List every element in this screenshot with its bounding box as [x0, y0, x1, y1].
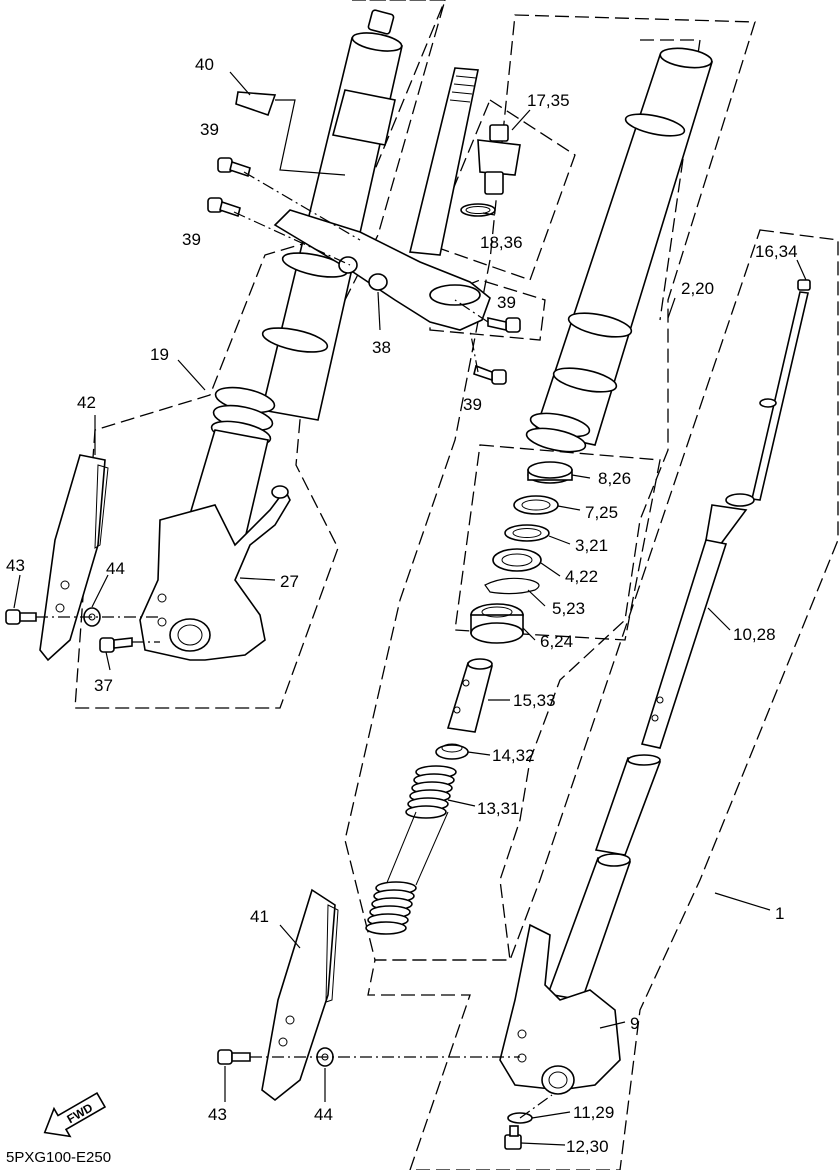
inner-parts	[365, 658, 494, 935]
cap-bolt-assembly	[460, 124, 521, 217]
clip-5-23	[484, 577, 540, 595]
callout-6-24: 6,24	[540, 632, 573, 651]
cap-bolt-hex	[489, 124, 509, 142]
right-inner-tube	[525, 47, 714, 453]
spacer-15-33	[446, 662, 494, 733]
damper-rod	[640, 279, 811, 749]
callout-37: 37	[94, 676, 113, 695]
tube-group-boundary	[640, 39, 701, 321]
seal-stack	[470, 461, 573, 644]
leader-lines	[13, 71, 807, 1146]
callout-8-26: 8,26	[598, 469, 631, 488]
callout-40: 40	[195, 55, 214, 74]
adjuster-16-34	[797, 279, 811, 291]
right-axle-bracket	[499, 923, 621, 1091]
callout-16-34: 16,34	[755, 242, 798, 261]
callout-7-25: 7,25	[585, 503, 618, 522]
decal-40	[235, 91, 277, 117]
callout-17-35: 17,35	[527, 91, 570, 110]
guard-41	[261, 888, 339, 1102]
spacer-collar	[594, 757, 662, 856]
bushing-7-25	[513, 495, 559, 515]
callout-39-c: 39	[497, 293, 516, 312]
bolt-39-a	[217, 157, 251, 178]
left-fork-leg	[139, 9, 403, 661]
callout-38: 38	[372, 338, 391, 357]
callout-9: 9	[630, 1014, 639, 1033]
steering-stem	[409, 67, 479, 256]
guard-42	[39, 454, 109, 662]
lower-bracket	[273, 67, 491, 331]
callout-43-b: 43	[208, 1105, 227, 1124]
callout-4-22: 4,22	[565, 567, 598, 586]
drawing-code: 5PXG100-E250	[6, 1149, 111, 1166]
bottom-bolt-12-30	[504, 1134, 522, 1150]
bolt-43-b	[217, 1049, 251, 1065]
right-outer-tube	[499, 754, 662, 1095]
callout-15-33: 15,33	[513, 691, 556, 710]
callout-18-36: 18,36	[480, 233, 523, 252]
bolt-39-c	[487, 317, 521, 333]
bolt-37	[99, 637, 133, 653]
callout-39-d: 39	[463, 395, 482, 414]
bolt-39-b	[207, 197, 241, 218]
bearing-group-boundary	[454, 444, 661, 641]
callout-43-a: 43	[6, 556, 25, 575]
bolts-39	[207, 157, 521, 385]
callout-10-28: 10,28	[733, 625, 776, 644]
callout-11-29: 11,29	[573, 1103, 614, 1122]
spring-13-31	[365, 765, 457, 935]
callout-1: 1	[775, 904, 784, 923]
callout-44-b: 44	[314, 1105, 333, 1124]
callout-39-b: 39	[182, 230, 201, 249]
callout-19: 19	[150, 345, 169, 364]
callout-27: 27	[280, 572, 299, 591]
washer-3-21	[504, 524, 550, 542]
fwd-direction-badge: FWD	[43, 1091, 107, 1138]
callout-14-32: 14,32	[492, 746, 535, 765]
callout-44-a: 44	[106, 559, 125, 578]
bracket-group-boundary	[429, 279, 546, 341]
callout-39-a: 39	[200, 120, 219, 139]
callout-12-30: 12,30	[566, 1137, 609, 1156]
callout-42: 42	[77, 393, 96, 412]
left-axle-bracket	[139, 488, 291, 661]
callout-labels: 40 39 39 17,35 18,36 16,34 2,20 39 38 19…	[6, 55, 798, 1156]
left-cap-nut	[367, 9, 395, 35]
callout-13-31: 13,31	[477, 799, 520, 818]
right-fork-assembly-boundary	[344, 14, 756, 961]
callout-3-21: 3,21	[575, 536, 608, 555]
callout-5-23: 5,23	[552, 599, 585, 618]
callout-41: 41	[250, 907, 269, 926]
oil-seal-4-22	[492, 548, 542, 572]
callout-2-20: 2,20	[681, 279, 714, 298]
bolt-39-d	[473, 364, 507, 385]
bolt-43-a	[5, 609, 37, 625]
